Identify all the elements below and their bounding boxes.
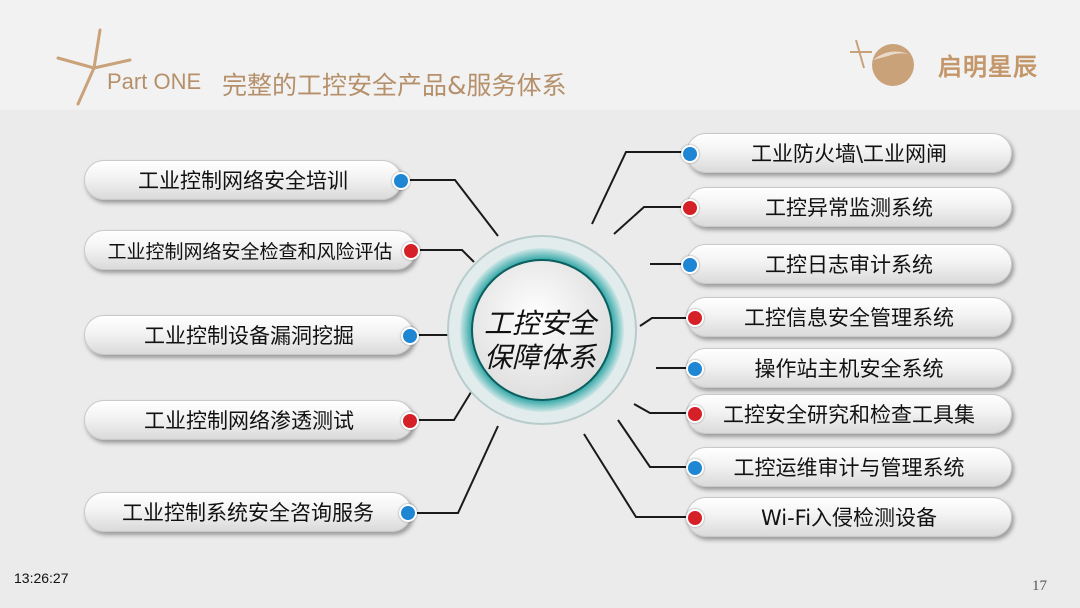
service-item-label: 工业控制网络安全培训 <box>138 169 348 193</box>
connector-left-2 <box>416 249 475 263</box>
service-item-label: 工业控制网络安全检查和风险评估 <box>107 240 393 263</box>
service-item-label: 工业控制设备漏洞挖掘 <box>144 324 354 348</box>
service-item: 工业控制系统安全咨询服务 <box>84 492 412 532</box>
product-item-label: 工控异常监测系统 <box>765 196 933 220</box>
red-dot-icon <box>402 242 420 260</box>
connector-right-2 <box>613 206 688 235</box>
product-item-label: 工业防火墙\工业网闸 <box>750 142 948 166</box>
product-item-label: 操作站主机安全系统 <box>754 357 944 381</box>
red-dot-icon <box>686 509 704 527</box>
red-dot-icon <box>681 199 699 217</box>
service-item: 工业控制网络渗透测试 <box>84 400 414 440</box>
service-item: 工业控制网络安全培训 <box>84 160 402 200</box>
product-item: Wi-Fi入侵检测设备 <box>686 497 1012 537</box>
red-dot-icon <box>401 412 419 430</box>
hub-label-line1: 工控安全 <box>483 307 596 340</box>
blue-dot-icon <box>392 172 410 190</box>
product-item-label: 工控安全研究和检查工具集 <box>723 403 975 427</box>
blue-dot-icon <box>681 256 699 274</box>
connector-left-5 <box>412 425 499 514</box>
red-dot-icon <box>686 405 704 423</box>
connector-left-1 <box>400 179 499 237</box>
service-item-label: 工业控制网络渗透测试 <box>144 409 354 433</box>
connector-right-8 <box>583 433 688 518</box>
service-item: 工业控制网络安全检查和风险评估 <box>84 230 416 270</box>
blue-dot-icon <box>401 327 419 345</box>
red-dot-icon <box>686 309 704 327</box>
product-item-label: 工控运维审计与管理系统 <box>733 456 965 480</box>
connector-left-4 <box>414 383 477 421</box>
hub-label: 工控安全 保障体系 <box>470 307 610 375</box>
connector-right-6 <box>633 403 688 414</box>
product-item: 工控信息安全管理系统 <box>686 297 1012 337</box>
product-item-label: Wi-Fi入侵检测设备 <box>760 506 938 530</box>
connector-right-1 <box>591 151 688 225</box>
page-number: 17 <box>1032 578 1047 594</box>
connector-right-7 <box>617 419 688 468</box>
product-item: 工控异常监测系统 <box>686 187 1012 227</box>
product-item-label: 工控日志审计系统 <box>765 253 933 277</box>
product-item-label: 工控信息安全管理系统 <box>744 306 954 330</box>
blue-dot-icon <box>686 459 704 477</box>
brand-name: 启明星辰 <box>938 53 1038 81</box>
blue-dot-icon <box>686 360 704 378</box>
part-label: Part ONE <box>107 69 202 94</box>
blue-dot-icon <box>399 504 417 522</box>
product-item: 工业防火墙\工业网闸 <box>686 133 1012 173</box>
service-item-label: 工业控制系统安全咨询服务 <box>122 501 374 525</box>
product-item: 工控安全研究和检查工具集 <box>686 394 1012 434</box>
blue-dot-icon <box>681 145 699 163</box>
service-item: 工业控制设备漏洞挖掘 <box>84 315 414 355</box>
product-item: 操作站主机安全系统 <box>686 348 1012 388</box>
star-logo-icon <box>56 28 132 106</box>
hub-label-line2: 保障体系 <box>483 341 596 374</box>
product-item: 工控运维审计与管理系统 <box>686 447 1012 487</box>
connector-right-4 <box>639 317 688 327</box>
product-item: 工控日志审计系统 <box>686 244 1012 284</box>
page-title: 完整的工控安全产品&服务体系 <box>222 71 567 100</box>
venus-logo-icon <box>850 39 917 86</box>
timestamp: 13:26:27 <box>14 570 69 586</box>
